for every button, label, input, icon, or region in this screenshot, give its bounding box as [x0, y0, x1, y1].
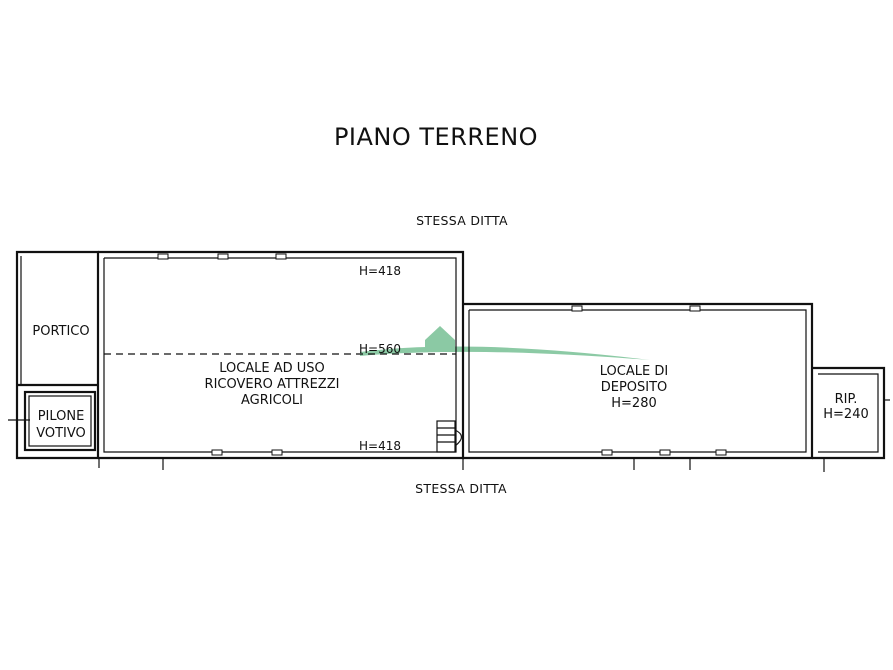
main-room-label-line1: LOCALE AD USO: [219, 361, 325, 376]
deposito-label-line1: LOCALE DI: [600, 364, 668, 379]
main-height-bottom: H=418: [359, 439, 401, 453]
neighbor-label-top: STESSA DITTA: [416, 213, 508, 228]
main-room-label-line3: AGRICOLI: [241, 393, 303, 408]
pilone-label-line2: VOTIVO: [36, 426, 86, 441]
pilone-label-line1: PILONE: [38, 409, 85, 424]
deposito-room: [462, 302, 814, 470]
deposito-height: H=280: [611, 396, 656, 411]
watermark-logo: [360, 326, 650, 360]
portico-label: PORTICO: [32, 324, 89, 339]
rip-room: [812, 366, 890, 472]
neighbor-label-bottom: STESSA DITTA: [415, 481, 507, 496]
main-room: [98, 250, 465, 470]
pilone-box: [8, 390, 97, 452]
deposito-label-line2: DEPOSITO: [601, 380, 668, 395]
main-height-top: H=418: [359, 264, 401, 278]
rip-label: RIP.: [835, 392, 858, 407]
rip-height: H=240: [823, 407, 868, 422]
main-room-label-line2: RICOVERO ATTREZZI: [205, 377, 340, 392]
plan-title: PIANO TERRENO: [334, 123, 538, 151]
main-height-mid: H=560: [359, 342, 401, 356]
